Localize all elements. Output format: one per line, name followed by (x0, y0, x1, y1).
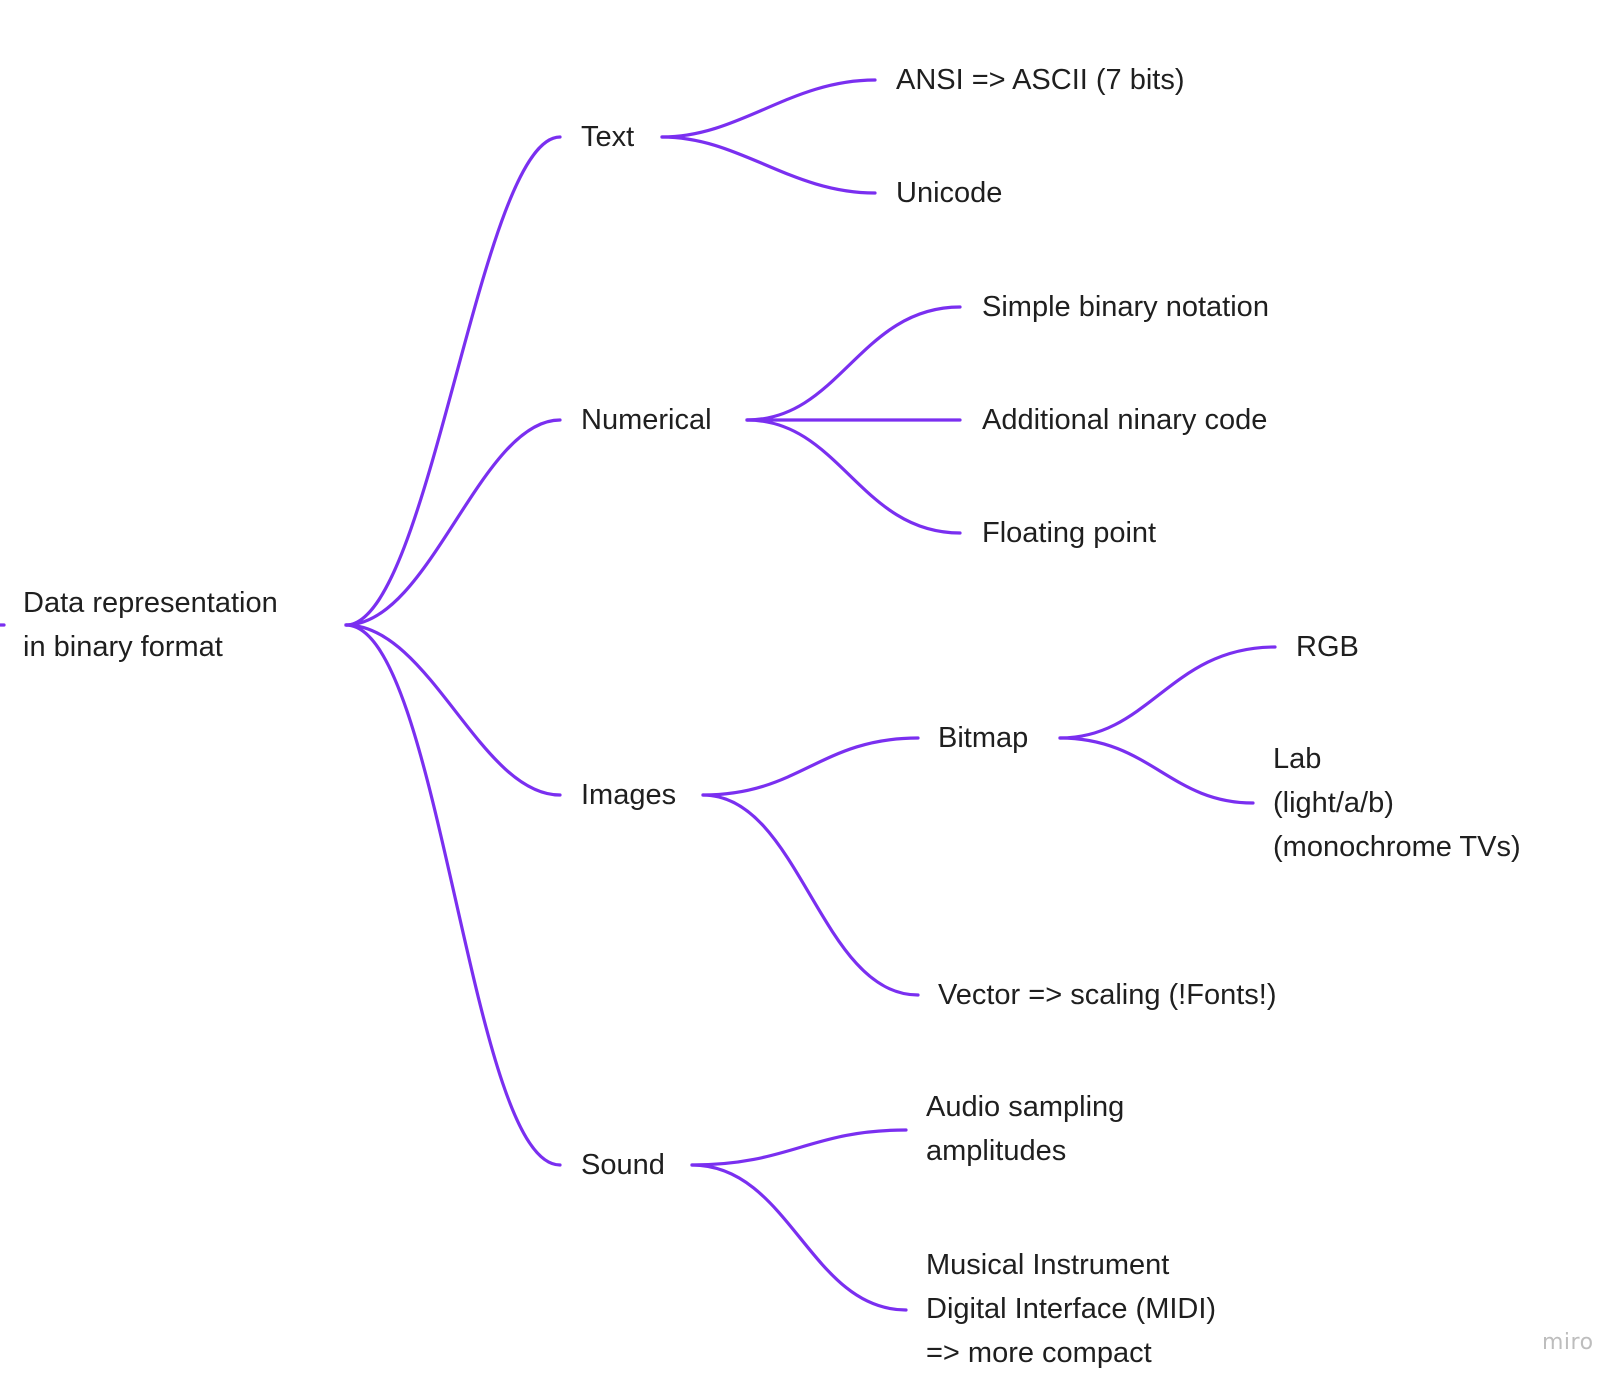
root-node: Data representation in binary format (23, 581, 278, 669)
node-vector: Vector => scaling (!Fonts!) (938, 979, 1277, 1011)
node-images: Images (581, 779, 677, 811)
node-bitmap: Bitmap (938, 722, 1029, 754)
connector-numerical-simple (745, 305, 962, 422)
node-lab-line-1: Lab (1273, 743, 1322, 775)
node-lab-line-3: (monochrome TVs) (1273, 831, 1521, 863)
node-floating-point: Floating point (982, 517, 1157, 549)
node-midi-line-1: Musical Instrument (926, 1249, 1170, 1281)
connector-root-images (344, 623, 562, 797)
connector-images-vector (701, 793, 920, 997)
node-unicode: Unicode (896, 177, 1003, 209)
node-sound: Sound (581, 1149, 665, 1181)
node-midi-line-2: Digital Interface (MIDI) (926, 1293, 1217, 1325)
root-node-line-1: Data representation (23, 587, 278, 619)
node-audio-line-2: amplitudes (926, 1135, 1067, 1167)
node-text: Text (581, 121, 635, 153)
node-simple-binary: Simple binary notation (982, 291, 1269, 323)
connector-root-text (344, 135, 562, 627)
connector-bitmap-lab (1058, 736, 1255, 805)
connector-images-bitmap (701, 736, 920, 797)
node-lab: Lab (light/a/b) (monochrome TVs) (1273, 737, 1521, 869)
connector-root-numerical (344, 418, 562, 627)
node-audio-line-1: Audio sampling (926, 1091, 1125, 1123)
connector-root-sound (344, 623, 562, 1167)
node-additional-code: Additional ninary code (982, 404, 1268, 436)
connector-bitmap-rgb (1058, 645, 1277, 740)
node-audio-sampling: Audio sampling amplitudes (926, 1085, 1124, 1173)
node-ansi-ascii: ANSI => ASCII (7 bits) (896, 64, 1185, 96)
connector-sound-audio (690, 1128, 908, 1167)
node-midi-line-3: => more compact (926, 1337, 1152, 1369)
node-lab-line-2: (light/a/b) (1273, 787, 1394, 819)
connector-numerical-floating (745, 418, 962, 535)
connector-sound-midi (690, 1163, 908, 1312)
connector-text-unicode (660, 135, 877, 195)
node-numerical: Numerical (581, 404, 712, 436)
node-rgb: RGB (1296, 631, 1359, 663)
connector-text-ansi (660, 78, 877, 139)
miro-watermark: miro (1542, 1330, 1594, 1355)
root-node-line-2: in binary format (23, 631, 223, 663)
node-midi: Musical Instrument Digital Interface (MI… (926, 1243, 1216, 1375)
